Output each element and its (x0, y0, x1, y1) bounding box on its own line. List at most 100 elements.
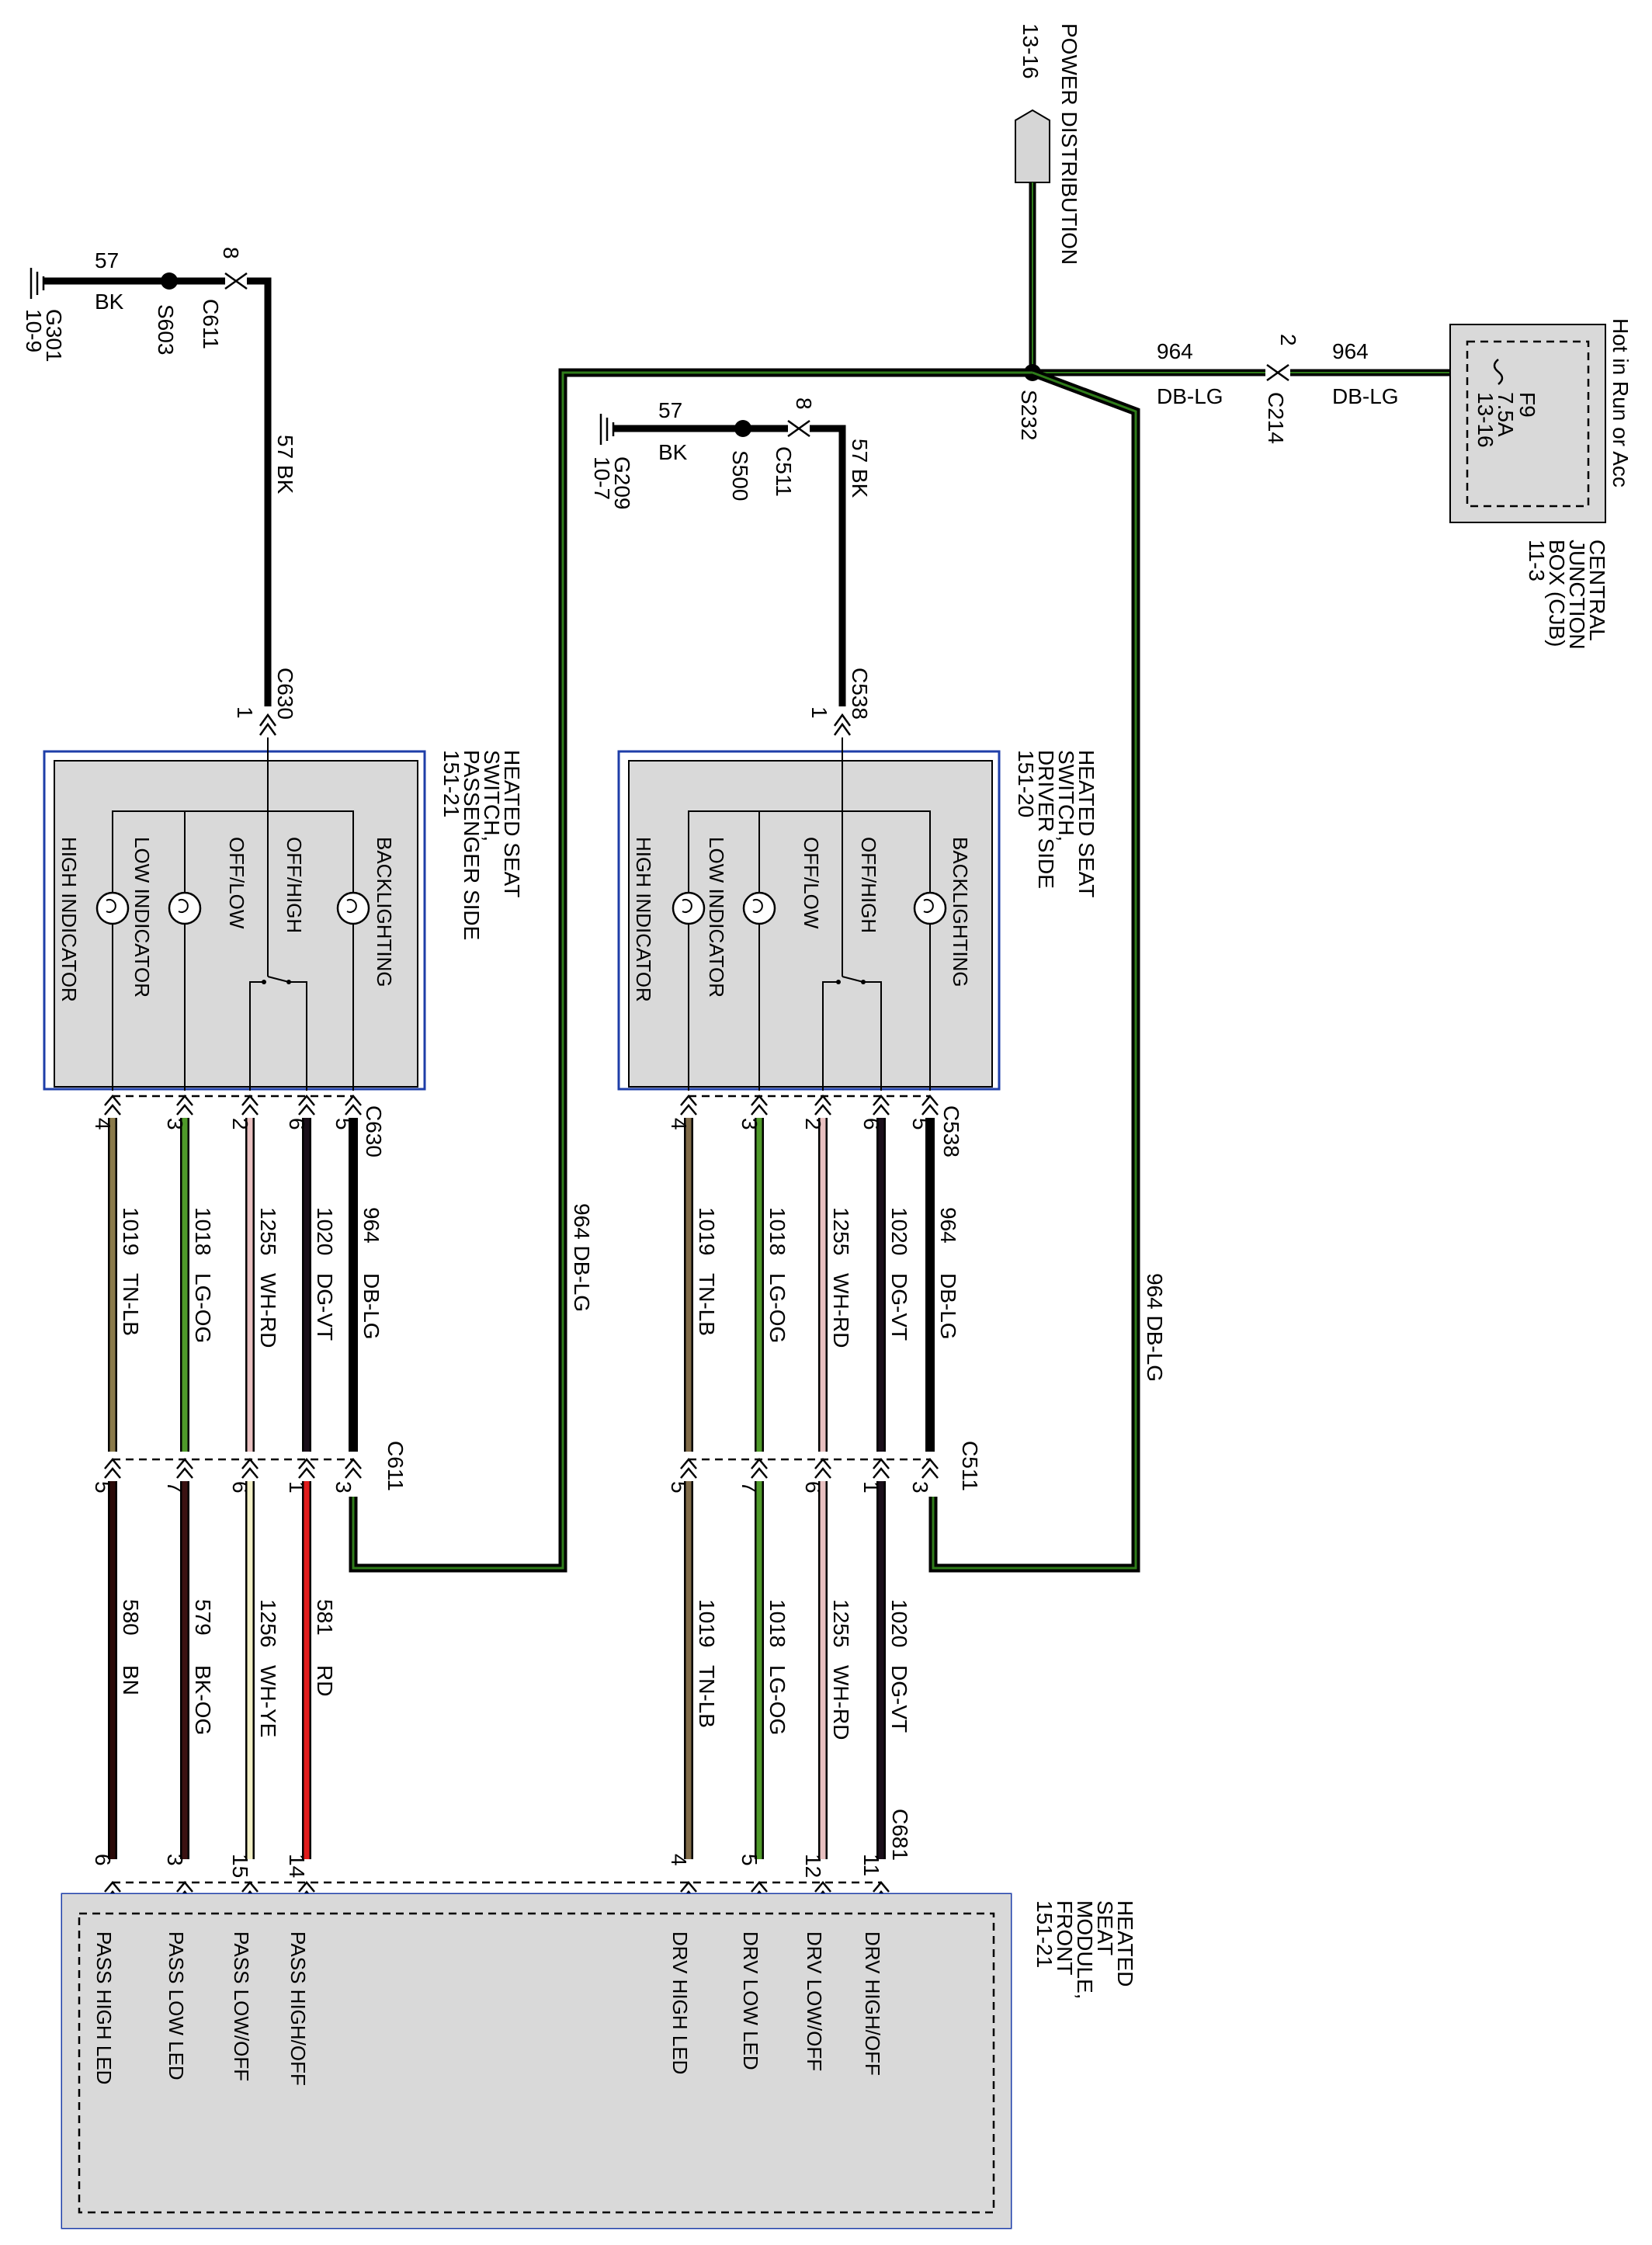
drv-lower-conn-1 (751, 1458, 768, 1479)
pass-upper-pin-3: 6 (285, 1118, 309, 1130)
drv-upper-pin-1: 3 (738, 1118, 762, 1130)
c214-label: C214 (1264, 392, 1288, 444)
drv-upper-num-4: 964 (936, 1207, 960, 1244)
pass-upper-num-1: 1018 (191, 1207, 215, 1255)
drv-c681-label: C681 (888, 1809, 912, 1861)
driver-switch (617, 737, 1001, 1091)
drv-lower-pin-4: 3 (908, 1481, 932, 1494)
drv-switch-l3: DRIVER SIDE (1034, 750, 1058, 889)
pass-c611-label: C611 (384, 1441, 408, 1491)
drv-upper-conn-4 (921, 1095, 939, 1116)
pass-lower-conn-2 (241, 1458, 259, 1479)
drv-module-pin-3: 11 (859, 1854, 883, 1876)
drv-ground-name: G209 (610, 456, 634, 510)
pass-lower-num-0: 580 (119, 1599, 143, 1636)
pass-upper-conn-0 (104, 1095, 121, 1116)
drv-upper-num-1: 1018 (765, 1207, 790, 1255)
pass-module-pin-0: 6 (91, 1854, 115, 1866)
pass-switch-l1: HEATED SEAT (500, 750, 524, 897)
cjb-label-4: 11-3 (1525, 540, 1549, 581)
c630-top-connector (259, 713, 277, 736)
pass-sw-off-low: OFF/LOW (225, 837, 248, 929)
drv-module-pin-0: 4 (667, 1854, 691, 1866)
drv-upper-pin-0: 4 (667, 1118, 691, 1130)
drv-ground-ref: 10-7 (590, 456, 614, 500)
drv-vert-label: 57 BK (848, 439, 872, 498)
drv-upper-color-3: DG-VT (887, 1273, 911, 1341)
drv-lower-color-1: LG-OG (765, 1665, 790, 1735)
pass-switch-l3: PASSENGER SIDE (460, 750, 484, 940)
drv-lower-conn-3 (873, 1458, 890, 1479)
pass-sw-low-ind: LOW INDICATOR (130, 837, 154, 998)
drv-upper-conn-2 (814, 1095, 831, 1116)
drv-upper-color-4: DB-LG (936, 1273, 960, 1340)
drv-upper-num-2: 1255 (829, 1207, 853, 1255)
fuse-ref: 13-16 (1473, 392, 1498, 448)
pass-sw-backlighting: BACKLIGHTING (373, 837, 396, 987)
riser-right-label: 964 DB-LG (1143, 1273, 1167, 1382)
drv-lower-conn-4 (921, 1458, 939, 1479)
passenger-switch (43, 737, 426, 1091)
module-l2: SEAT (1093, 1900, 1117, 1955)
ground-g209 (599, 414, 615, 445)
drv-lower-conn-2 (814, 1458, 831, 1479)
drv-c538-top-pin: 1 (807, 706, 831, 719)
drv-lower-num-0: 1019 (695, 1599, 719, 1647)
heated-seat-module (61, 1893, 1012, 2229)
drv-upper-color-0: TN-LB (695, 1273, 719, 1336)
fuse-icon (1493, 359, 1504, 385)
cjb-label-3: BOX (CJB) (1545, 540, 1569, 647)
power-distribution-connector (1015, 109, 1050, 183)
drv-sw-high-ind: HIGH INDICATOR (632, 837, 655, 1002)
drv-upper-pin-2: 2 (801, 1118, 825, 1130)
drv-upper-conn-0 (680, 1095, 697, 1116)
module-pin-7: DRV HIGH/OFF (861, 1931, 884, 2076)
drv-ground-color: BK (658, 440, 688, 464)
pass-conn-label: C611 (199, 299, 223, 349)
cjb-box (1449, 324, 1606, 523)
pass-switch-l2: SWITCH, (480, 750, 504, 841)
pass-ground-circuit: 57 (95, 248, 119, 272)
pass-c630-top: C630 (273, 668, 297, 720)
pass-lower-conn-4 (345, 1458, 362, 1479)
module-pin-5: DRV LOW LED (739, 1931, 762, 2070)
pass-ground-name: G301 (42, 309, 66, 363)
pass-upper-num-3: 1020 (313, 1207, 337, 1255)
pass-upper-color-2: WH-RD (256, 1273, 280, 1348)
fuse-label: F9 (1515, 392, 1539, 418)
module-l5: 151-21 (1032, 1900, 1057, 1968)
module-pin-4: DRV HIGH LED (668, 1931, 692, 2074)
pass-lower-num-1: 579 (191, 1599, 215, 1636)
c214-connector (1266, 363, 1289, 382)
module-l4: FRONT (1053, 1900, 1077, 1975)
riser-left-label: 964 DB-LG (570, 1203, 594, 1312)
drv-conn-pin: 8 (792, 397, 816, 410)
module-pin-1: PASS LOW LED (165, 1931, 188, 2080)
module-pin-6: DRV LOW/OFF (803, 1931, 826, 2071)
pass-upper-color-3: DG-VT (313, 1273, 337, 1341)
pass-vert-label: 57 BK (273, 435, 297, 494)
pass-lower-color-3: RD (313, 1665, 337, 1696)
pass-lower-conn-0 (104, 1458, 121, 1479)
c538-top-connector (833, 713, 852, 736)
drv-lower-color-0: TN-LB (695, 1665, 719, 1728)
drv-upper-num-0: 1019 (695, 1207, 719, 1255)
pass-upper-color-1: LG-OG (191, 1273, 215, 1343)
pass-lower-conn-3 (298, 1458, 315, 1479)
c214-pin: 2 (1276, 334, 1300, 346)
module-pin-3: PASS HIGH/OFF (286, 1931, 310, 2086)
drv-lower-conn-0 (680, 1458, 697, 1479)
drv-sw-off-low: OFF/LOW (800, 837, 823, 929)
drv-upper-color-2: WH-RD (829, 1273, 853, 1348)
drv-lower-color-2: WH-RD (829, 1665, 853, 1740)
wire-964-color-b: DB-LG (1332, 384, 1399, 408)
pass-upper-num-2: 1255 (256, 1207, 280, 1255)
pass-upper-conn-1 (176, 1095, 193, 1116)
wire-964-num-b: 964 (1332, 339, 1369, 363)
pass-lower-color-0: BN (119, 1665, 143, 1695)
drv-c511-label: C511 (958, 1441, 982, 1491)
module-l3: MODULE, (1073, 1900, 1097, 2000)
c611-top-connector (224, 272, 248, 290)
drv-switch-l1: HEATED SEAT (1074, 750, 1098, 897)
pass-upper-pin-4: 5 (331, 1118, 356, 1130)
